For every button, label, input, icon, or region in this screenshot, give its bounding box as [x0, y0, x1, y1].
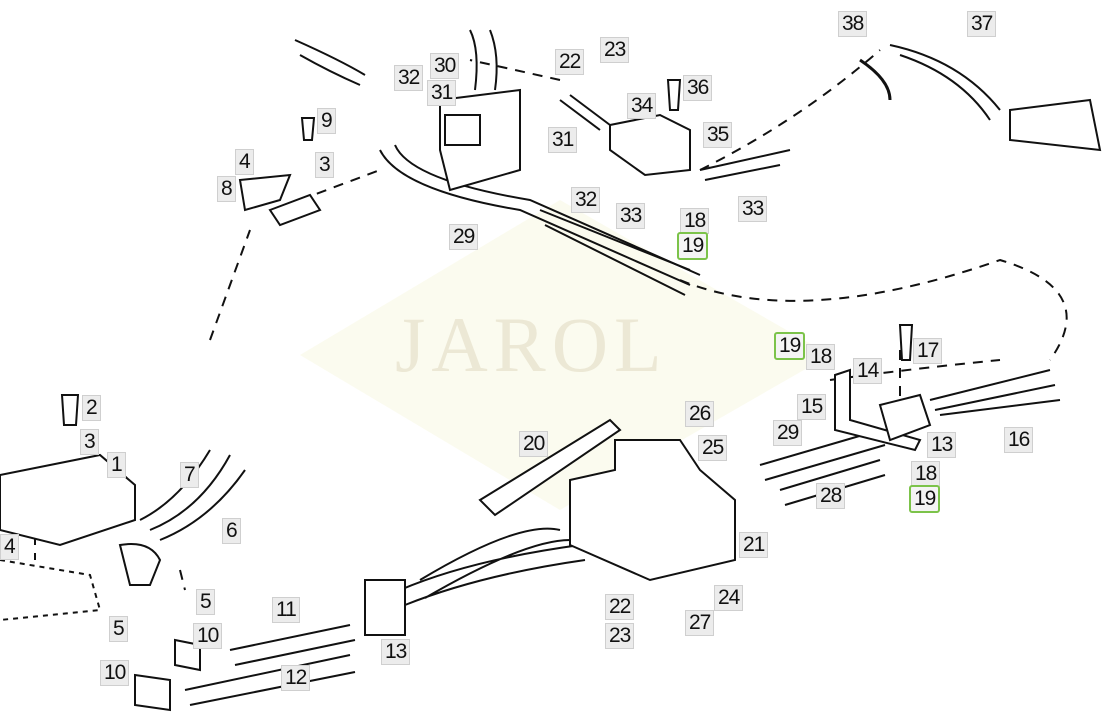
- callout-10b: 10: [100, 660, 130, 686]
- clamp-8: [238, 173, 292, 212]
- callout-6: 6: [222, 518, 241, 544]
- callout-18: 18: [680, 208, 710, 234]
- callout-10: 10: [193, 623, 223, 649]
- callout-16: 16: [1004, 427, 1034, 453]
- dashed-routing-lines: [34, 49, 1068, 591]
- hoses-28-29: [759, 429, 886, 506]
- callout-31b: 31: [548, 127, 578, 153]
- callout-27: 27: [685, 610, 715, 636]
- callout-19-highlighted[interactable]: 19: [909, 485, 941, 513]
- callout-3: 3: [315, 152, 334, 178]
- hoses-to-valve: [399, 527, 586, 606]
- callout-22: 22: [555, 49, 585, 75]
- callout-34: 34: [627, 93, 657, 119]
- hose-top-center: [469, 29, 498, 91]
- callout-32b: 32: [571, 187, 601, 213]
- housing-outline: [0, 559, 102, 621]
- callout-35: 35: [703, 122, 733, 148]
- callout-17: 17: [913, 338, 943, 364]
- hose-33: [699, 149, 791, 181]
- hoses-11-12: [184, 624, 356, 706]
- callout-23b: 23: [605, 623, 635, 649]
- callout-8: 8: [217, 176, 236, 202]
- hose-top-left: [294, 39, 366, 86]
- hose-29b: [539, 209, 691, 296]
- hose-right: [929, 369, 1061, 416]
- valve-30-plate: [444, 114, 481, 146]
- bracket-15: [834, 368, 922, 452]
- valve-block-21: [569, 439, 736, 582]
- pipe-38: [859, 58, 892, 101]
- callout-7: 7: [180, 462, 199, 488]
- callout-38: 38: [838, 11, 868, 37]
- callout-20: 20: [519, 431, 549, 457]
- callout-24: 24: [714, 585, 744, 611]
- block-1: [0, 453, 136, 547]
- callout-30: 30: [430, 53, 460, 79]
- bolts: [60, 79, 914, 426]
- elbow-fittings: [118, 543, 201, 712]
- callout-3b: 3: [80, 429, 99, 455]
- clamp-13: [364, 579, 406, 636]
- callout-32: 32: [394, 65, 424, 91]
- hoses-6-7: [139, 449, 246, 541]
- callout-33b: 33: [738, 196, 768, 222]
- callout-23: 23: [600, 37, 630, 63]
- callout-13b: 13: [381, 639, 411, 665]
- watermark-diamond: [300, 200, 830, 510]
- hose-37: [889, 44, 1001, 121]
- callout-37: 37: [967, 11, 997, 37]
- callout-4: 4: [235, 149, 254, 175]
- callout-33: 33: [616, 203, 646, 229]
- watermark: JAROL: [395, 301, 668, 388]
- hose-22: [559, 94, 611, 131]
- callout-21: 21: [739, 532, 769, 558]
- callout-26: 26: [685, 401, 715, 427]
- callout-5: 5: [196, 589, 215, 615]
- callout-2: 2: [82, 395, 101, 421]
- clamp-half: [268, 193, 322, 227]
- callout-13: 13: [927, 432, 957, 458]
- hose-29: [379, 144, 701, 286]
- callout-9: 9: [317, 108, 336, 134]
- bracket-20: [478, 418, 622, 517]
- callout-1: 1: [107, 452, 126, 478]
- callout-15: 15: [797, 394, 827, 420]
- callout-25: 25: [698, 435, 728, 461]
- callout-12: 12: [281, 665, 311, 691]
- callout-19-highlighted[interactable]: 19: [774, 332, 806, 360]
- callout-36: 36: [683, 75, 713, 101]
- callout-5b: 5: [109, 616, 128, 642]
- callout-29: 29: [449, 224, 479, 250]
- frame-37: [1009, 98, 1102, 152]
- callout-18c: 18: [911, 461, 941, 487]
- callout-31: 31: [427, 80, 457, 106]
- callout-18b: 18: [806, 344, 836, 370]
- block-34: [609, 113, 691, 177]
- callout-19-highlighted[interactable]: 19: [677, 232, 709, 260]
- callout-29b: 29: [773, 420, 803, 446]
- callout-11: 11: [272, 597, 300, 623]
- callout-4b: 4: [0, 534, 19, 560]
- clamp-13-right: [878, 393, 932, 442]
- callout-22b: 22: [605, 594, 635, 620]
- callout-28: 28: [816, 483, 846, 509]
- callout-14: 14: [853, 358, 883, 384]
